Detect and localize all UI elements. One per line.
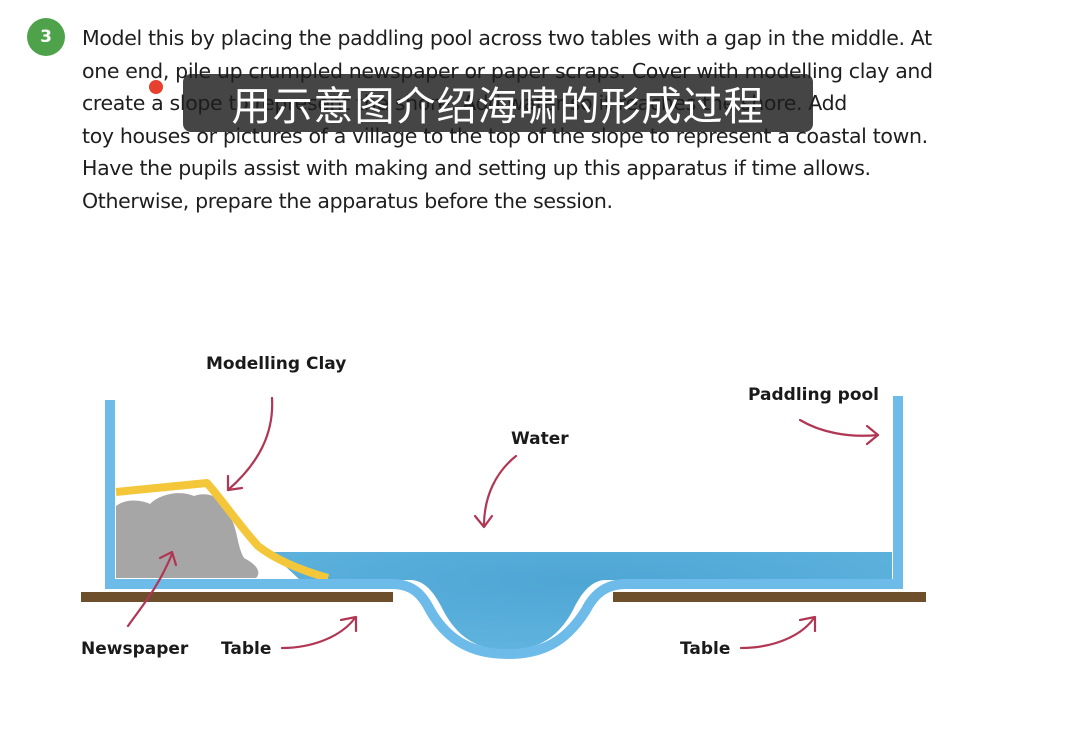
arrow-water	[473, 454, 518, 529]
table-right	[613, 592, 926, 602]
newspaper-pile	[116, 493, 259, 578]
arrow-table-left	[280, 615, 358, 650]
label-table-right: Table	[680, 639, 730, 659]
label-paddling-pool: Paddling pool	[748, 385, 879, 405]
paddling-pool-outline	[105, 396, 903, 660]
label-water: Water	[511, 429, 569, 449]
instruction-line: Otherwise, prepare the apparatus before …	[82, 188, 613, 213]
arrow-paddling-pool	[798, 418, 880, 446]
instruction-line: Model this by placing the paddling pool …	[82, 26, 932, 50]
red-indicator-dot	[149, 80, 163, 94]
instruction-line: Have the pupils assist with making and s…	[82, 156, 871, 181]
modelling-clay-slope	[115, 479, 330, 582]
arrow-modelling-clay	[226, 396, 274, 492]
water-body	[270, 552, 892, 650]
arrow-newspaper	[126, 550, 178, 628]
label-newspaper: Newspaper	[81, 639, 189, 659]
label-table-left: Table	[221, 639, 271, 659]
step-number-badge: 3	[27, 18, 65, 56]
label-modelling-clay: Modelling Clay	[206, 354, 346, 374]
arrow-table-right	[739, 615, 817, 650]
table-left	[81, 592, 393, 602]
subtitle-caption-overlay: 用示意图介绍海啸的形成过程	[183, 74, 813, 132]
